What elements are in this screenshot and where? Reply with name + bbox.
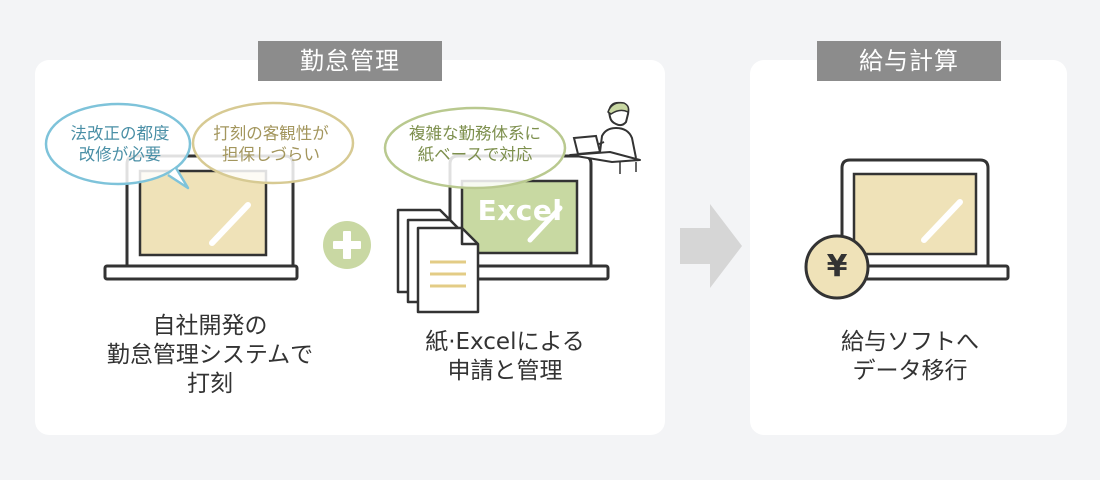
speech-bubble-objective [191, 101, 355, 185]
excel-screen-label: Excel [477, 194, 563, 227]
arrow-right-icon [680, 204, 742, 288]
bubble-text-complex: 複雑な勤務体系に 紙ベースで対応 [409, 124, 541, 164]
speech-bubble-law [44, 102, 192, 190]
document-icon [396, 208, 480, 314]
yen-coin-icon [804, 234, 870, 300]
plus-icon [323, 221, 371, 269]
laptop-icon [103, 154, 299, 281]
payroll-tab: 給与計算 [817, 41, 1001, 81]
speech-bubble-complex [383, 106, 567, 190]
caption-in-house-system: 自社開発の 勤怠管理システムで 打刻 [106, 313, 314, 397]
bubble-text-law: 法改正の都度 改修が必要 [70, 124, 170, 164]
person-at-laptop-icon [569, 101, 641, 174]
attendance-tab: 勤怠管理 [258, 41, 442, 81]
bubble-text-objective: 打刻の客観性が 担保しづらい [213, 124, 329, 164]
yen-symbol: ¥ [826, 249, 848, 284]
caption-payroll-migration: 給与ソフトへ データ移行 [841, 329, 979, 384]
caption-paper-excel: 紙·Excelによる 申請と管理 [425, 329, 585, 384]
laptop-payroll-icon [816, 158, 1010, 281]
